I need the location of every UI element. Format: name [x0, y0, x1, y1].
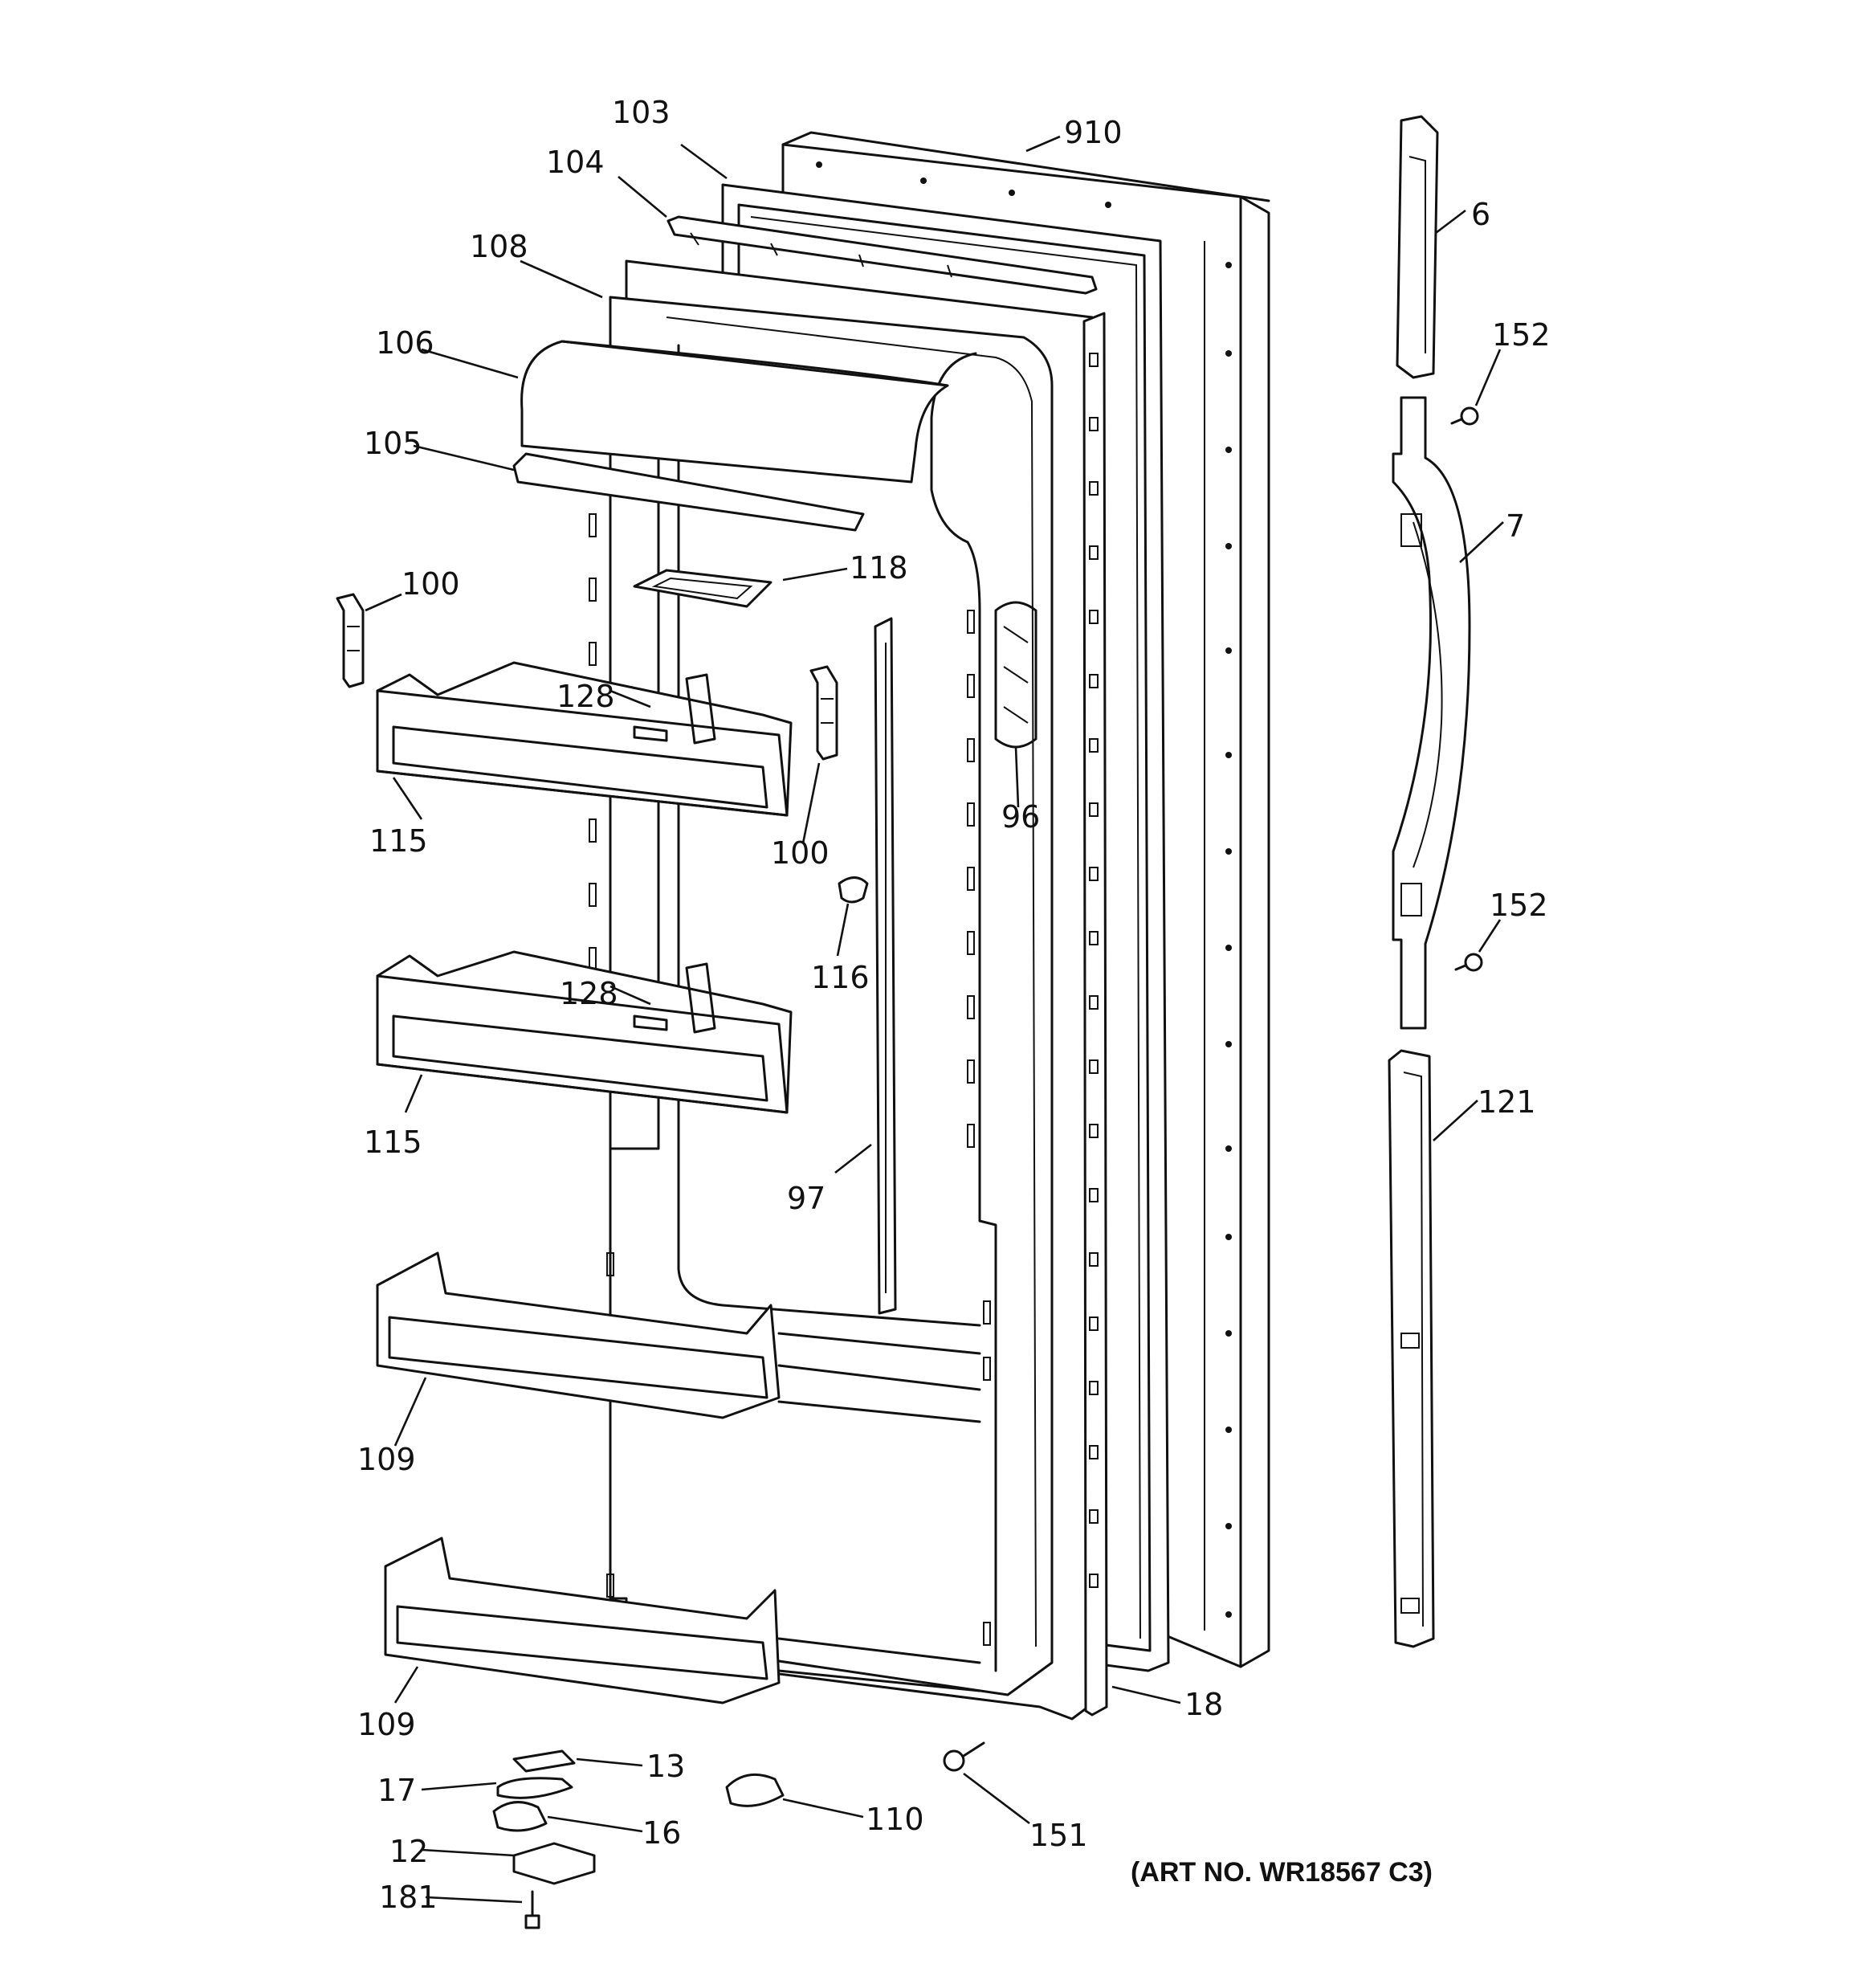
callout-115-middle: 115	[364, 1125, 422, 1160]
part-97	[874, 617, 897, 1315]
screw-151	[943, 1741, 985, 1772]
hinge-bracket-12	[512, 1842, 596, 1885]
art-number: (ART NO. WR18567 C3)	[1131, 1857, 1433, 1888]
hinge-bushing-16	[492, 1801, 548, 1832]
callout-115-upper: 115	[369, 823, 428, 859]
hinge-shim-13	[512, 1749, 576, 1773]
callout-128-upper: 128	[556, 679, 615, 714]
callout-108: 108	[470, 229, 528, 264]
outer-door-screw-holes	[816, 161, 1232, 1618]
part-110	[725, 1773, 785, 1807]
door-stop-rail	[1082, 312, 1108, 1717]
bin-support-right	[809, 665, 838, 761]
callout-6: 6	[1471, 197, 1490, 232]
part-116	[838, 876, 869, 904]
callout-121: 121	[1478, 1084, 1536, 1120]
callout-105: 105	[364, 426, 422, 461]
door-handle	[1392, 396, 1471, 1030]
callout-128-middle: 128	[560, 976, 618, 1011]
handle-top-cap	[1396, 115, 1439, 379]
callout-12: 12	[389, 1834, 428, 1869]
callout-109-lower: 109	[357, 1707, 416, 1742]
callout-104: 104	[546, 145, 605, 180]
callout-13: 13	[646, 1749, 685, 1784]
leader-lines	[365, 135, 1504, 1904]
callout-106: 106	[376, 325, 434, 361]
callout-181: 181	[379, 1880, 438, 1915]
callout-7: 7	[1506, 508, 1525, 544]
callout-910: 910	[1064, 115, 1123, 150]
top-trim-strip	[667, 215, 1098, 295]
stop-rail-holes	[1089, 353, 1099, 1588]
callout-110: 110	[866, 1802, 924, 1837]
door-bin-lower-2	[384, 1537, 781, 1704]
callout-16: 16	[642, 1815, 681, 1851]
screw-152-upper	[1450, 406, 1479, 426]
tray	[633, 569, 773, 608]
callout-103: 103	[612, 95, 671, 130]
hinge-parts	[492, 1749, 596, 1929]
callout-18: 18	[1184, 1687, 1223, 1722]
bin-support-left	[336, 593, 365, 688]
hinge-screw-181	[524, 1890, 540, 1929]
dairy-door	[520, 340, 949, 484]
callout-152-lower: 152	[1490, 888, 1548, 923]
callout-109-upper: 109	[357, 1442, 416, 1477]
callout-100-right: 100	[771, 835, 830, 871]
liner-shelf-slots	[589, 513, 991, 1646]
callout-152-upper: 152	[1492, 317, 1551, 353]
dairy-door-hinge-strip	[512, 452, 865, 532]
door-bin-middle	[376, 950, 793, 1114]
callout-116: 116	[811, 960, 870, 995]
screw-152-lower	[1454, 953, 1483, 972]
callout-labels: 910 103 104 108 106 105 118 100 128 115 …	[357, 95, 1551, 1915]
callout-118: 118	[850, 550, 908, 586]
callout-17: 17	[377, 1773, 416, 1808]
part-96	[994, 601, 1037, 749]
hinge-spacer-17	[496, 1777, 573, 1799]
door-bin-upper	[376, 661, 793, 817]
callout-97: 97	[787, 1181, 826, 1216]
callout-96: 96	[1001, 799, 1040, 835]
callout-100-left: 100	[402, 566, 460, 602]
handle-bottom-cap	[1388, 1049, 1435, 1648]
callout-151: 151	[1029, 1818, 1088, 1853]
door-bin-lower-1	[376, 1251, 781, 1419]
